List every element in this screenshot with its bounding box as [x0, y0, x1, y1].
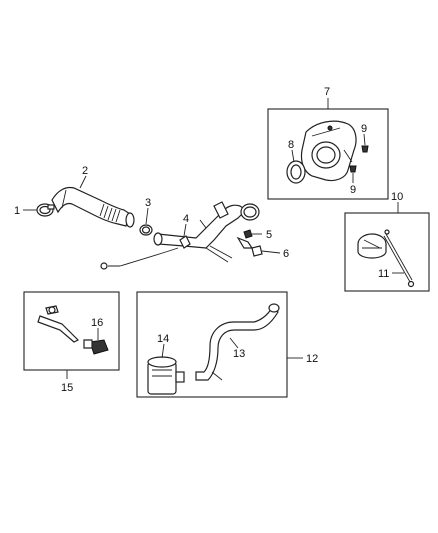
callout-14: 14 — [157, 333, 169, 345]
bracket-part-15 — [37, 305, 80, 343]
fuel-cap-part-10 — [357, 233, 387, 259]
screw-part-9b — [349, 165, 357, 173]
cap-tether-part-11 — [383, 229, 415, 288]
callout-13: 13 — [233, 348, 245, 360]
callout-15: 15 — [61, 382, 73, 394]
callout-2: 2 — [82, 165, 88, 177]
canister-part-14 — [147, 356, 185, 395]
filler-hose-part-2 — [51, 186, 135, 228]
callout-3: 3 — [145, 197, 151, 209]
callout-8: 8 — [288, 139, 294, 151]
callout-11: 11 — [378, 268, 389, 280]
group-box-15 — [23, 291, 120, 371]
callout-4: 4 — [183, 213, 189, 225]
clip-part-6 — [251, 245, 263, 257]
callout-6: 6 — [283, 248, 289, 260]
callout-9a: 9 — [361, 123, 367, 135]
callout-9b: 9 — [350, 184, 356, 196]
callout-7: 7 — [324, 86, 330, 98]
callout-12: 12 — [306, 353, 318, 365]
callout-16: 16 — [91, 317, 103, 329]
callout-1: 1 — [14, 205, 20, 217]
group-box-12 — [136, 291, 288, 398]
callout-5: 5 — [266, 229, 272, 241]
hose-clamp-part-3 — [139, 224, 153, 236]
callout-10: 10 — [391, 191, 403, 203]
connector-part-16 — [83, 339, 109, 355]
filler-housing-part-7 — [300, 120, 357, 182]
seal-ring-part-8 — [286, 160, 306, 184]
fastener-part-5 — [236, 229, 254, 249]
screw-part-9a — [361, 145, 369, 153]
hose-clamp-part-1 — [36, 203, 55, 217]
filler-tube-part-4 — [100, 201, 260, 270]
group-box-10 — [344, 212, 430, 292]
filler-pipe-part-13 — [195, 303, 280, 381]
leader-lines — [23, 98, 404, 379]
